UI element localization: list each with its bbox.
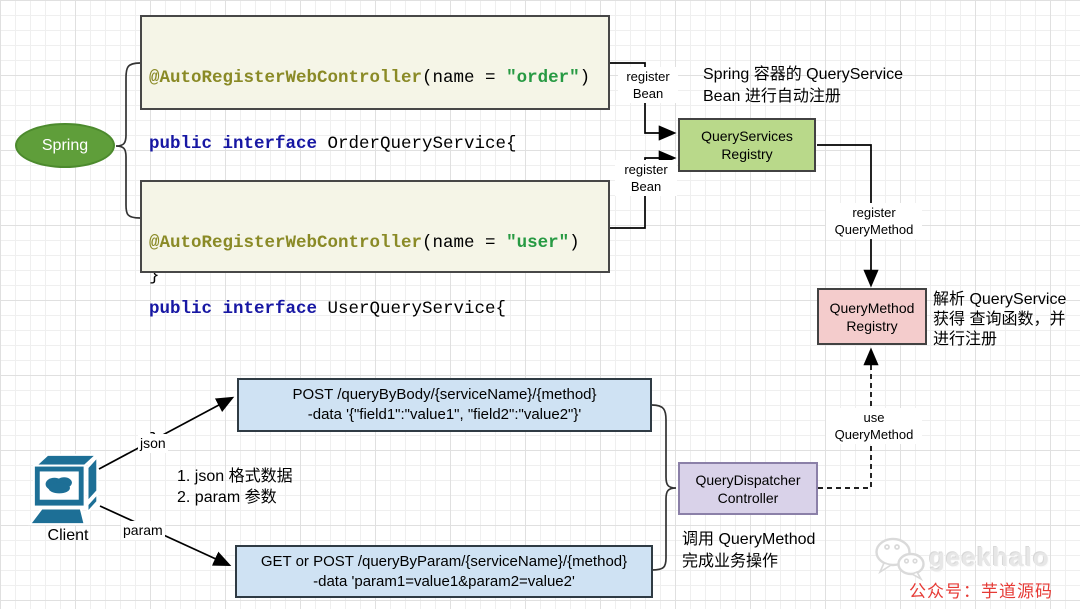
args-prefix: (name = (422, 68, 507, 88)
type-name: UserQueryService{ (317, 299, 507, 319)
wechat-logo-icon-svg (875, 537, 925, 582)
wechat-logo-icon (872, 537, 928, 586)
edge-label-line: QueryMethod (834, 427, 914, 442)
client-label: Client (47, 527, 89, 544)
node-label-line: QueryMethod (829, 299, 915, 316)
endpoint-querybyparam-node: GET or POST /queryByParam/{serviceName}/… (235, 545, 653, 598)
watermark-caption: 公众号：芋道源码 (909, 582, 1053, 601)
annotation-token: @AutoRegisterWebController (149, 233, 423, 253)
endpoint-line: -data 'param1=value1&param2=value2' (313, 572, 575, 590)
edge-label-line: register (626, 69, 670, 84)
edge-label-param: param (121, 521, 165, 540)
type-name: OrderQueryService{ (317, 134, 517, 154)
brace-spring-to-code (115, 62, 141, 219)
note-line: 完成业务操作 (682, 553, 779, 570)
annotation-token: @AutoRegisterWebController (149, 68, 423, 88)
edge-label-register-bean-bottom: register Bean (615, 160, 677, 196)
client-computer-icon (28, 450, 110, 533)
querydispatcher-controller-node: QueryDispatcher Controller (678, 462, 818, 515)
args-suffix: ) (579, 68, 591, 88)
endpoint-line: -data '{"field1":"value1", "field2":"val… (307, 406, 582, 423)
edge-label-line: register (852, 205, 896, 220)
brace-endpoints-to-dispatcher (651, 404, 677, 571)
code-line-annotation: @AutoRegisterWebController(name = "user"… (149, 232, 601, 254)
node-label-line: Controller (717, 489, 779, 506)
code-block-order-query-service: @AutoRegisterWebController(name = "order… (140, 15, 610, 286)
edge-label-line: register (624, 162, 668, 177)
code-line-declaration: public interface OrderQueryService{ (149, 133, 601, 155)
keyword-token: public interface (149, 134, 318, 154)
note-line: Bean 进行自动注册 (703, 88, 841, 105)
code-line-annotation: @AutoRegisterWebController(name = "order… (149, 67, 601, 89)
note-parse: 解析 QueryService 获得 查询函数，并 进行注册 (933, 290, 1066, 350)
node-label-line: QueryDispatcher (695, 471, 801, 488)
edge-label-register-bean-top: register Bean (618, 67, 678, 103)
name-string: "order" (506, 68, 580, 88)
watermark-brand: geekhalo (929, 542, 1050, 572)
edge-label-use-querymethod: use QueryMethod (826, 408, 922, 444)
note-invoke: 调用 QueryMethod 完成业务操作 (682, 529, 815, 573)
edge-label-line: QueryMethod (834, 222, 914, 237)
note-line: 解析 QueryService (933, 291, 1067, 308)
args-suffix: ) (569, 233, 580, 253)
endpoint-line: POST /queryByBody/{serviceName}/{method} (292, 386, 597, 403)
spring-node: Spring (15, 123, 115, 168)
name-string: "user" (506, 233, 570, 253)
endpoint-line: GET or POST /queryByParam/{serviceName}/… (260, 552, 628, 570)
edge-label-line: Bean (632, 86, 664, 101)
arrow-dispatcher-use-querymethod (818, 347, 879, 489)
node-label-line: Registry (721, 146, 773, 162)
edge-label-json: json (138, 434, 168, 453)
queryservices-registry-node: QueryServices Registry (678, 118, 816, 172)
code-block-user-query-service: @AutoRegisterWebController(name = "user"… (140, 180, 610, 451)
arrow-client-json (98, 396, 235, 470)
querymethod-registry-node: QueryMethod Registry (817, 288, 927, 345)
args-prefix: (name = (422, 233, 507, 253)
note-line: 2. param 参数 (177, 489, 277, 506)
note-spring-registry: Spring 容器的 QueryService Bean 进行自动注册 (703, 64, 903, 108)
note-line: 调用 QueryMethod (682, 531, 816, 548)
node-label-line: Registry (846, 317, 898, 334)
note-line: 获得 查询函数，并 (933, 311, 1066, 328)
edge-label-register-querymethod: register QueryMethod (826, 203, 922, 239)
spring-node-label: Spring (41, 136, 89, 154)
keyword-token: public interface (149, 299, 318, 319)
node-label-line: QueryServices (701, 128, 793, 144)
edge-label-line: use (863, 410, 885, 425)
code-line-declaration: public interface UserQueryService{ (149, 298, 601, 320)
edge-label-line: Bean (630, 179, 662, 194)
code-line-close: } (149, 265, 601, 287)
closing-brace: } (149, 266, 160, 286)
note-line: Spring 容器的 QueryService (703, 66, 904, 83)
code-line-close: } (149, 430, 601, 452)
note-line: 1. json 格式数据 (177, 468, 293, 485)
client-computer-icon-svg (28, 453, 99, 526)
endpoint-querybybody-node: POST /queryByBody/{serviceName}/{method}… (237, 378, 652, 432)
note-client: 1. json 格式数据 2. param 参数 (177, 466, 293, 508)
note-line: 进行注册 (933, 331, 998, 348)
